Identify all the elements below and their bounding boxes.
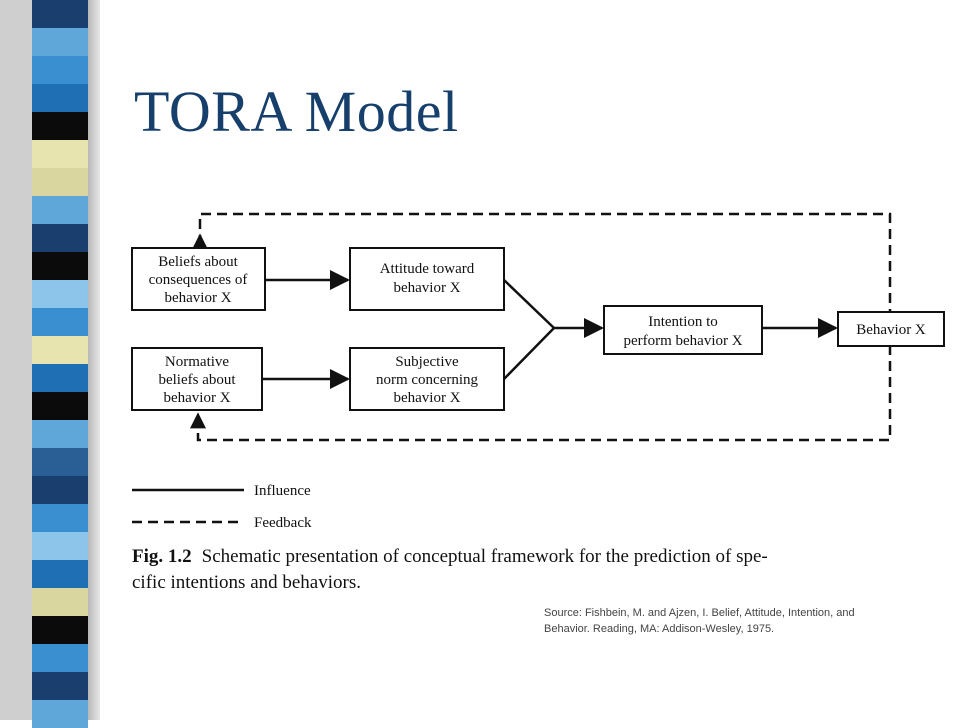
stripe-square <box>32 644 88 672</box>
legend-feedback-label: Feedback <box>254 515 312 531</box>
node-subjective-norm <box>349 347 505 411</box>
stripe-square <box>32 112 88 140</box>
tora-diagram: Beliefs about consequences of behavior X… <box>120 200 960 660</box>
stripe-square <box>32 364 88 392</box>
stripe-square <box>32 140 88 168</box>
node-subjective-norm-line2: norm concerning <box>376 372 479 388</box>
figure-caption-line1: Fig. 1.2 Schematic presentation of concep… <box>132 546 768 567</box>
node-normative-beliefs-line3: behavior X <box>163 390 230 406</box>
node-normative-beliefs-line1: Normative <box>165 354 229 370</box>
feedback-line-top <box>198 212 892 318</box>
stripe-square <box>32 28 88 56</box>
node-normative-beliefs <box>131 347 263 411</box>
stripe-square <box>32 168 88 196</box>
arrow-norm-merge <box>503 327 555 380</box>
stripe-square <box>32 476 88 504</box>
figure-caption-text1: Schematic presentation of conceptual fra… <box>202 546 768 567</box>
stripe-square <box>32 252 88 280</box>
node-attitude <box>349 247 505 311</box>
stripe-square <box>32 0 88 28</box>
stripe-square <box>32 588 88 616</box>
node-normative-beliefs-line2: beliefs about <box>158 372 236 388</box>
stripe-square <box>32 308 88 336</box>
node-subjective-norm-line1: Subjective <box>395 354 459 370</box>
stripe-square <box>32 336 88 364</box>
node-behavior <box>837 311 945 347</box>
stripe-square <box>32 84 88 112</box>
slide-title: TORA Model <box>134 79 459 144</box>
node-attitude-line2: behavior X <box>393 280 460 296</box>
stripe-square <box>32 196 88 224</box>
node-intention-line1: Intention to <box>648 314 718 330</box>
stripe-shadow <box>88 0 100 720</box>
stripe-square <box>32 700 88 728</box>
node-behavior-line1: Behavior X <box>856 322 926 338</box>
node-attitude-line1: Attitude toward <box>380 261 475 277</box>
stripe-square <box>32 392 88 420</box>
figure-source-line2: Behavior. Reading, MA: Addison-Wesley, 1… <box>544 623 774 635</box>
node-subjective-norm-line3: behavior X <box>393 390 460 406</box>
figure-caption-label: Fig. 1.2 <box>132 546 192 567</box>
feedback-line-bottom <box>196 345 892 442</box>
node-beliefs-consequences-line3: behavior X <box>164 290 231 306</box>
node-beliefs-consequences-line2: consequences of <box>149 272 248 288</box>
stripe-square <box>32 224 88 252</box>
node-intention <box>603 305 763 355</box>
stripe-square <box>32 672 88 700</box>
legend-influence-label: Influence <box>254 483 311 499</box>
stripe-square <box>32 280 88 308</box>
stripe-square <box>32 532 88 560</box>
node-beliefs-consequences-line1: Beliefs about <box>158 254 238 270</box>
stripe-square <box>32 448 88 476</box>
stripe-square <box>32 560 88 588</box>
diagram-canvas: Beliefs about consequences of behavior X… <box>131 212 945 635</box>
stripe-square <box>32 56 88 84</box>
arrow-attitude-merge <box>503 279 555 329</box>
node-intention-line2: perform behavior X <box>623 333 742 349</box>
stripe-square <box>32 420 88 448</box>
figure-source-line1: Source: Fishbein, M. and Ajzen, I. Belie… <box>544 607 855 619</box>
figure-caption-line2: cific intentions and behaviors. <box>132 572 361 593</box>
stripe-square <box>32 504 88 532</box>
decorative-stripe-bar <box>0 0 100 728</box>
stripe-square <box>32 616 88 644</box>
